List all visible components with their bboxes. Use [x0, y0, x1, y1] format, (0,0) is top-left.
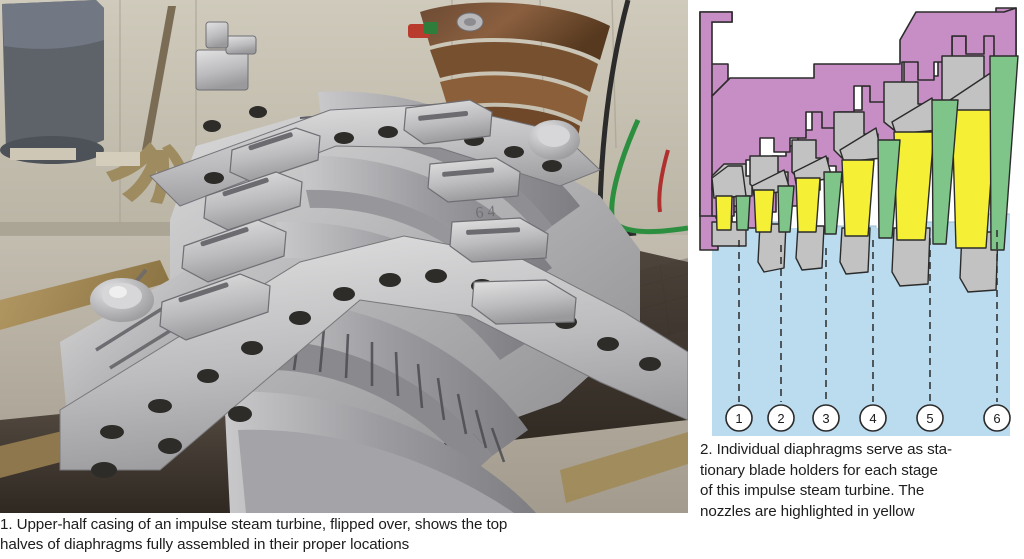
rotating-blades: [735, 55, 1019, 251]
stage-callout-2[interactable]: [767, 404, 795, 432]
stage-callout-label-1: 1: [735, 411, 742, 426]
stage-callout-4[interactable]: [859, 404, 887, 432]
stage-callout-label-2: 2: [777, 411, 784, 426]
stage-callout-label-6: 6: [993, 411, 1000, 426]
diagram-caption-line-3: of this impulse steam turbine. The: [700, 482, 925, 499]
stage-callout-label-5: 5: [926, 411, 933, 426]
turbine-cross-section-diagram: 1 2 3 4 5 6: [694, 0, 1024, 436]
diagram-caption: 2. Individual diaphragms serve as sta- t…: [700, 440, 1018, 522]
photo-rendering: 6 4: [0, 0, 688, 513]
photo-caption-line-2: halves of diaphragms fully assembled in …: [0, 536, 410, 553]
diagram-rendering: 1 2 3 4 5 6: [699, 7, 1019, 436]
stage-callout-label-4: 4: [869, 411, 876, 426]
stage-callout-3[interactable]: [812, 404, 840, 432]
stage-callout-1[interactable]: [725, 404, 753, 432]
svg-text:6 4: 6 4: [475, 203, 497, 222]
diagram-caption-line-2: tionary blade holders for each stage: [700, 461, 938, 479]
stage-callout-label-3: 3: [822, 411, 829, 426]
photo-caption-line-1: 1. Upper-half casing of an impulse steam…: [0, 516, 508, 533]
stage-callouts: 1 2 3 4 5 6: [725, 230, 1011, 432]
diagram-caption-line-1: 2. Individual diaphragms serve as sta-: [700, 441, 952, 458]
photo-caption: 1. Upper-half casing of an impulse steam…: [0, 515, 680, 555]
stage-callout-6[interactable]: [983, 404, 1011, 432]
stage-callout-5[interactable]: [916, 404, 944, 432]
turbine-casing-photo: 6 4: [0, 0, 688, 513]
diagram-caption-line-4: nozzles are highlighted in yellow: [700, 502, 915, 520]
nozzles: [715, 109, 997, 249]
